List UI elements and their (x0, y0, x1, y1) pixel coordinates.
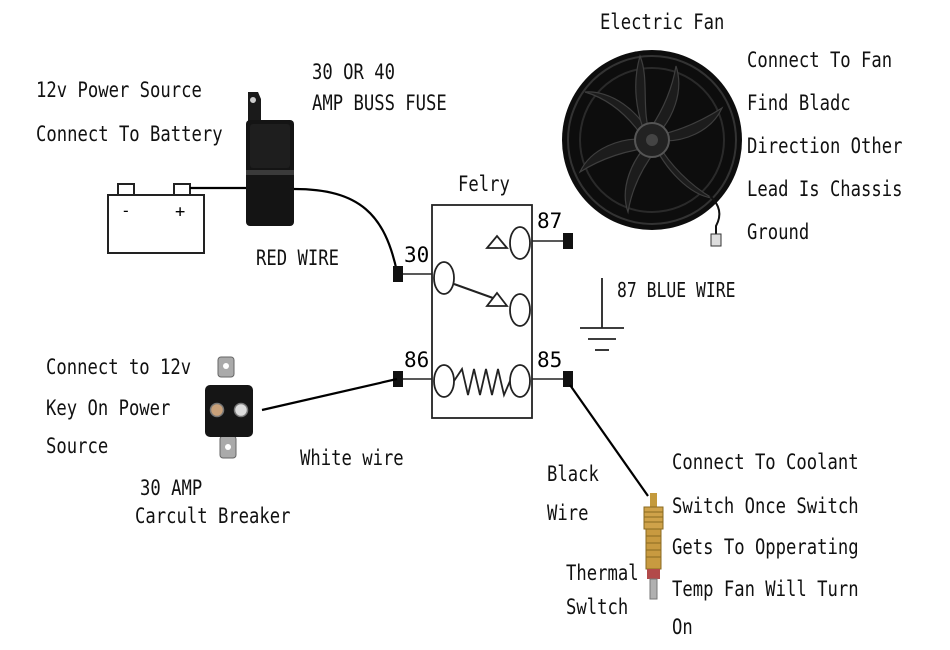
red-wire-label: RED WIRE (256, 246, 339, 270)
terminal-30-label: 30 (404, 243, 429, 267)
fan-note-line3: Direction Other (747, 134, 903, 158)
white-wire (261, 377, 398, 412)
thermal-switch-icon (643, 493, 664, 600)
coolant-note-line3: Gets To Opperating (672, 535, 859, 559)
black-wire-label-line2: Wire (547, 501, 589, 525)
blue-wire-label: 87 BLUE WIRE (617, 278, 736, 302)
terminal-86-label: 86 (404, 348, 429, 372)
relay-icon (431, 204, 533, 419)
battery-icon: - + (107, 183, 205, 254)
black-wire (569, 384, 649, 497)
black-wire-label-line1: Black (547, 462, 599, 486)
fuse-label-line2: AMP BUSS FUSE (312, 91, 447, 115)
fan-note-line5: Ground (747, 220, 810, 244)
coolant-note-line5: On (672, 615, 693, 639)
electric-fan-label: Electric Fan (600, 10, 725, 34)
coolant-note-line2: Switch Once Switch (672, 494, 859, 518)
breaker-label-line1: 30 AMP (140, 476, 203, 500)
white-wire-label: White wire (300, 446, 404, 470)
terminal-85-label: 85 (537, 348, 562, 372)
connect-battery-label: Connect To Battery (36, 122, 223, 146)
thermal-label-line1: Thermal (566, 561, 639, 585)
key-note-line1: Connect to 12v (46, 355, 192, 379)
relay-title: Felry (458, 172, 510, 196)
power-source-label: 12v Power Source (36, 78, 202, 102)
ground-icon (580, 278, 624, 351)
thermal-label-line2: Swltch (566, 595, 629, 619)
red-wire (293, 187, 399, 273)
key-note-line2: Key On Power (46, 396, 171, 420)
terminal-posts (393, 233, 573, 387)
electric-fan-icon (562, 50, 742, 247)
fuse-icon (246, 92, 294, 226)
circuit-breaker-icon (205, 356, 253, 459)
fan-note-line4: Lead Is Chassis (747, 177, 903, 201)
key-note-line3: Source (46, 434, 109, 458)
coolant-note-line1: Connect To Coolant (672, 450, 859, 474)
terminal-87-label: 87 (537, 209, 562, 233)
battery-positive: + (175, 202, 185, 222)
fan-note-line1: Connect To Fan (747, 48, 893, 72)
coolant-note-line4: Temp Fan Will Turn (672, 577, 859, 601)
fan-note-line2: Find Bladc (747, 91, 851, 115)
fuse-label-line1: 30 OR 40 (312, 60, 395, 84)
battery-negative: - (121, 201, 131, 220)
breaker-label-line2: Carcult Breaker (135, 504, 291, 528)
